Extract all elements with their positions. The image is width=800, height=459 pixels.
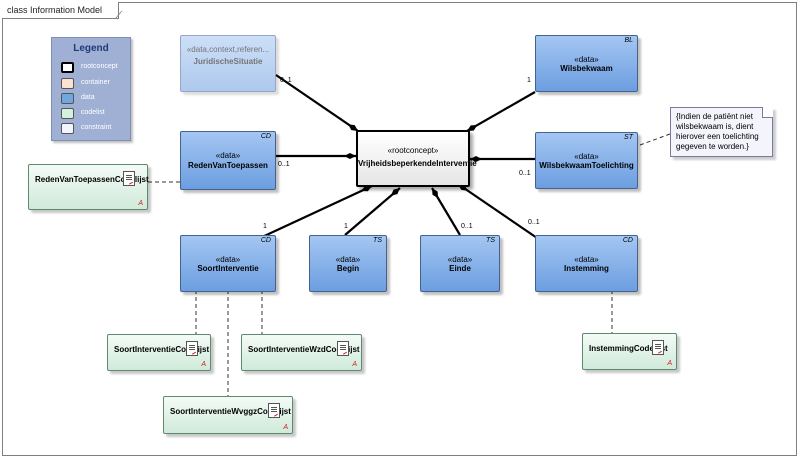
- multiplicity-soort: 1: [263, 223, 267, 230]
- class-instemming[interactable]: CD «data» Instemming: [535, 235, 638, 292]
- class-reden-van-toepassen[interactable]: CD «data» RedenVanToepassen: [180, 131, 276, 190]
- legend-label: data: [81, 94, 95, 101]
- link-instemming[interactable]: [457, 183, 541, 241]
- abstract-mark: A: [667, 360, 672, 367]
- class-name: Einde: [449, 263, 471, 273]
- multiplicity-instemming: 0..1: [528, 219, 540, 226]
- codelist-name: SoortInterventieCodelijst: [114, 345, 210, 354]
- root-name: VrijheidsbeperkendeInterventie: [358, 159, 477, 168]
- class-name: Wilsbekwaam: [560, 63, 613, 73]
- class-name: SoortInterventie: [197, 263, 259, 273]
- class-name: Begin: [336, 263, 360, 273]
- link-soort[interactable]: [259, 185, 373, 239]
- legend: Legend rootconcept container data codeli…: [51, 37, 131, 141]
- codelist-soort-interventie-wvggz[interactable]: SoortInterventieWvggzCodelijst A: [163, 396, 293, 434]
- codelist-soort-interventie-wzd[interactable]: SoortInterventieWzdCodelijst A: [241, 334, 362, 371]
- class-tag: TS: [373, 237, 382, 244]
- class-stereotype: «data,context,referen...: [186, 45, 270, 54]
- class-stereotype: «data»: [447, 254, 473, 264]
- root-class-vrijheidsbeperkende-interventie[interactable]: «rootconcept» VrijheidsbeperkendeInterve…: [356, 130, 477, 187]
- class-stereotype: «data»: [574, 151, 599, 161]
- codelist-name: InstemmingCodelijst: [589, 344, 668, 353]
- multiplicity-toelichting: 0..1: [519, 170, 531, 177]
- class-tag: CD: [260, 237, 271, 244]
- class-stereotype: «data»: [215, 151, 241, 161]
- legend-swatch-data: [61, 93, 74, 104]
- document-icon: [337, 341, 349, 356]
- link-note[interactable]: [639, 133, 671, 146]
- abstract-mark: A: [352, 361, 357, 368]
- multiplicity-juridische: 0..1: [280, 77, 292, 84]
- class-tag: TS: [486, 237, 495, 244]
- class-wilsbekwaam[interactable]: BL «data» Wilsbekwaam: [535, 35, 638, 92]
- class-tag: BL: [624, 37, 633, 44]
- constraint-note-text: {Indien de patiënt niet wilsbekwaam is, …: [676, 112, 759, 151]
- codelist-name: SoortInterventieWvggzCodelijst: [170, 407, 291, 416]
- link-einde[interactable]: [431, 187, 461, 236]
- class-name: Instemming: [564, 263, 609, 273]
- link-begin[interactable]: [344, 187, 401, 236]
- codelist-instemming[interactable]: InstemmingCodelijst A: [582, 333, 677, 370]
- legend-label: rootconcept: [81, 63, 118, 70]
- legend-label: constraint: [81, 124, 112, 131]
- document-icon: [123, 171, 135, 186]
- class-name: WilsbekwaamToelichting: [539, 160, 634, 170]
- class-stereotype: «data»: [574, 254, 599, 264]
- multiplicity-wilsbekwaam: 1: [527, 77, 531, 84]
- class-tag: CD: [260, 133, 271, 140]
- legend-label: codelist: [81, 109, 105, 116]
- class-stereotype: «data»: [215, 254, 241, 264]
- class-juridische-situatie[interactable]: «data,context,referen... JuridischeSitua…: [180, 35, 276, 92]
- codelist-name: RedenVanToepassenCodelijst: [35, 175, 149, 184]
- link-juridische[interactable]: [275, 74, 359, 132]
- constraint-note[interactable]: {Indien de patiënt niet wilsbekwaam is, …: [670, 107, 773, 157]
- note-fold-corner: [762, 107, 773, 118]
- abstract-mark: A: [201, 361, 206, 368]
- multiplicity-einde: 0..1: [461, 223, 473, 230]
- document-icon: [186, 341, 198, 356]
- abstract-mark: A: [283, 424, 288, 431]
- document-icon: [268, 403, 280, 418]
- legend-swatch-codelist: [61, 108, 74, 119]
- diagram-frame-label: class Information Model: [2, 2, 120, 19]
- class-tag: CD: [622, 237, 633, 244]
- class-soort-interventie[interactable]: CD «data» SoortInterventie: [180, 235, 276, 292]
- legend-title: Legend: [73, 43, 109, 54]
- class-stereotype: «data»: [335, 254, 361, 264]
- link-wilsbekwaam[interactable]: [466, 91, 536, 132]
- class-name: RedenVanToepassen: [188, 160, 268, 170]
- document-icon: [652, 340, 664, 355]
- codelist-reden-van-toepassen[interactable]: RedenVanToepassenCodelijst A: [28, 164, 149, 210]
- codelist-soort-interventie[interactable]: SoortInterventieCodelijst A: [107, 334, 211, 371]
- legend-label: container: [81, 79, 110, 86]
- class-wilsbekwaam-toelichting[interactable]: ST «data» WilsbekwaamToelichting: [535, 132, 638, 189]
- class-einde[interactable]: TS «data» Einde: [420, 235, 500, 292]
- codelist-name: SoortInterventieWzdCodelijst: [248, 345, 360, 354]
- abstract-mark: A: [138, 200, 143, 207]
- legend-swatch-rootconcept: [61, 62, 74, 73]
- legend-swatch-constraint: [61, 123, 74, 134]
- class-name: JuridischeSituatie: [193, 57, 263, 66]
- multiplicity-begin: 1: [344, 223, 348, 230]
- root-stereotype: «rootconcept»: [387, 146, 439, 155]
- legend-swatch-container: [61, 78, 74, 89]
- multiplicity-reden: 0..1: [278, 161, 290, 168]
- class-tag: ST: [624, 134, 633, 141]
- class-begin[interactable]: TS «data» Begin: [309, 235, 387, 292]
- class-stereotype: «data»: [574, 54, 599, 64]
